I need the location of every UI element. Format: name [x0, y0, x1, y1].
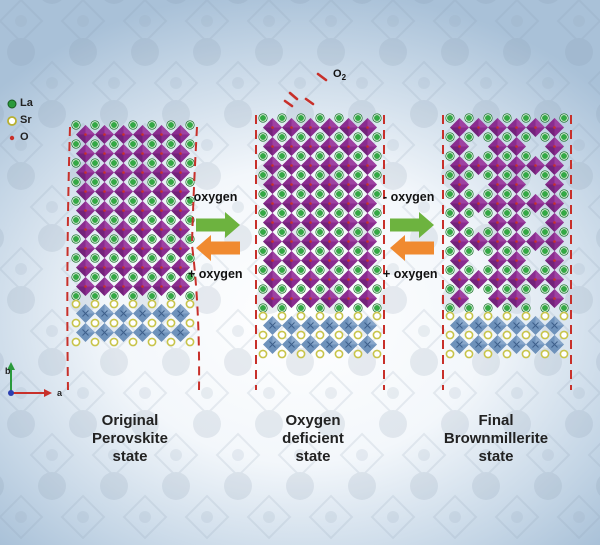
substrate-layer	[445, 311, 569, 359]
axis-a-label: a	[57, 388, 63, 398]
right-minus-oxygen-label: - oxygen	[383, 190, 435, 204]
sr-atom-icon	[7, 116, 17, 126]
legend-o-label: O	[20, 131, 29, 143]
left-arrow-icon	[196, 235, 240, 261]
right-arrow-icon	[390, 212, 434, 238]
axis-indicator-icon	[7, 362, 52, 397]
right-plus-oxygen-label: + oxygen	[383, 267, 438, 281]
o2-gas-label: O2	[333, 68, 347, 83]
escaping-oxygen	[283, 72, 328, 108]
octahedra-layer	[76, 125, 190, 296]
o-atom-icon	[9, 135, 15, 141]
legend-sr-label: Sr	[20, 114, 32, 126]
left-minus-oxygen-label: - oxygen	[186, 190, 238, 204]
crystal-structure-1	[258, 113, 382, 359]
crystal-structure-0	[71, 120, 195, 347]
atoms-layer	[258, 113, 382, 313]
atoms-layer	[445, 113, 569, 313]
left-plus-oxygen-label: + oxygen	[188, 267, 243, 281]
axis-b-label: b	[5, 366, 11, 376]
film-boundaries	[66, 115, 572, 391]
atoms-layer	[71, 120, 195, 301]
left-arrow-icon	[390, 235, 434, 261]
la-atom-icon	[7, 99, 17, 109]
substrate-layer	[258, 311, 382, 359]
crystal-structure-2	[445, 113, 569, 359]
legend-la-label: La	[20, 97, 33, 109]
right-arrow-icon	[196, 212, 240, 238]
substrate-layer	[71, 299, 195, 347]
